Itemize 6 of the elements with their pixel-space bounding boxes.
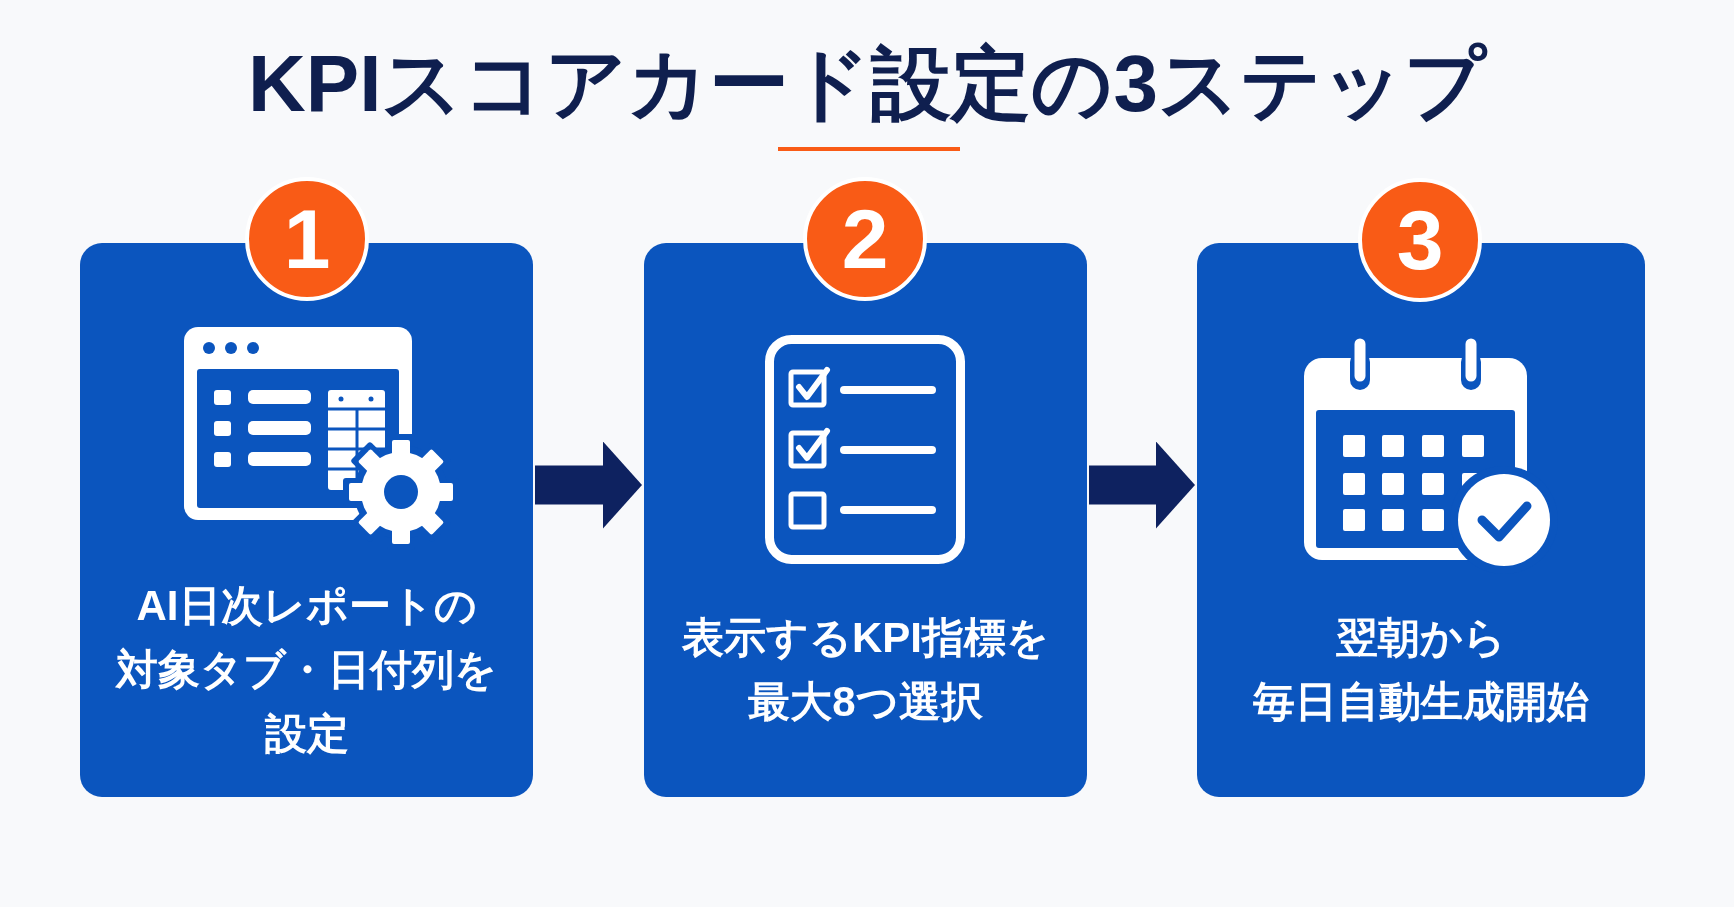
- step-description: AI日次レポートの対象タブ・日付列を設定: [116, 581, 497, 759]
- title: KPIスコアカード設定の3ステップ: [248, 40, 1486, 128]
- arrow: [535, 441, 642, 529]
- step-description: 翌朝から毎日自動生成開始: [1253, 613, 1589, 727]
- arrow: [1089, 441, 1195, 529]
- step-description: 表示するKPI指標を最大8つ選択: [682, 613, 1049, 727]
